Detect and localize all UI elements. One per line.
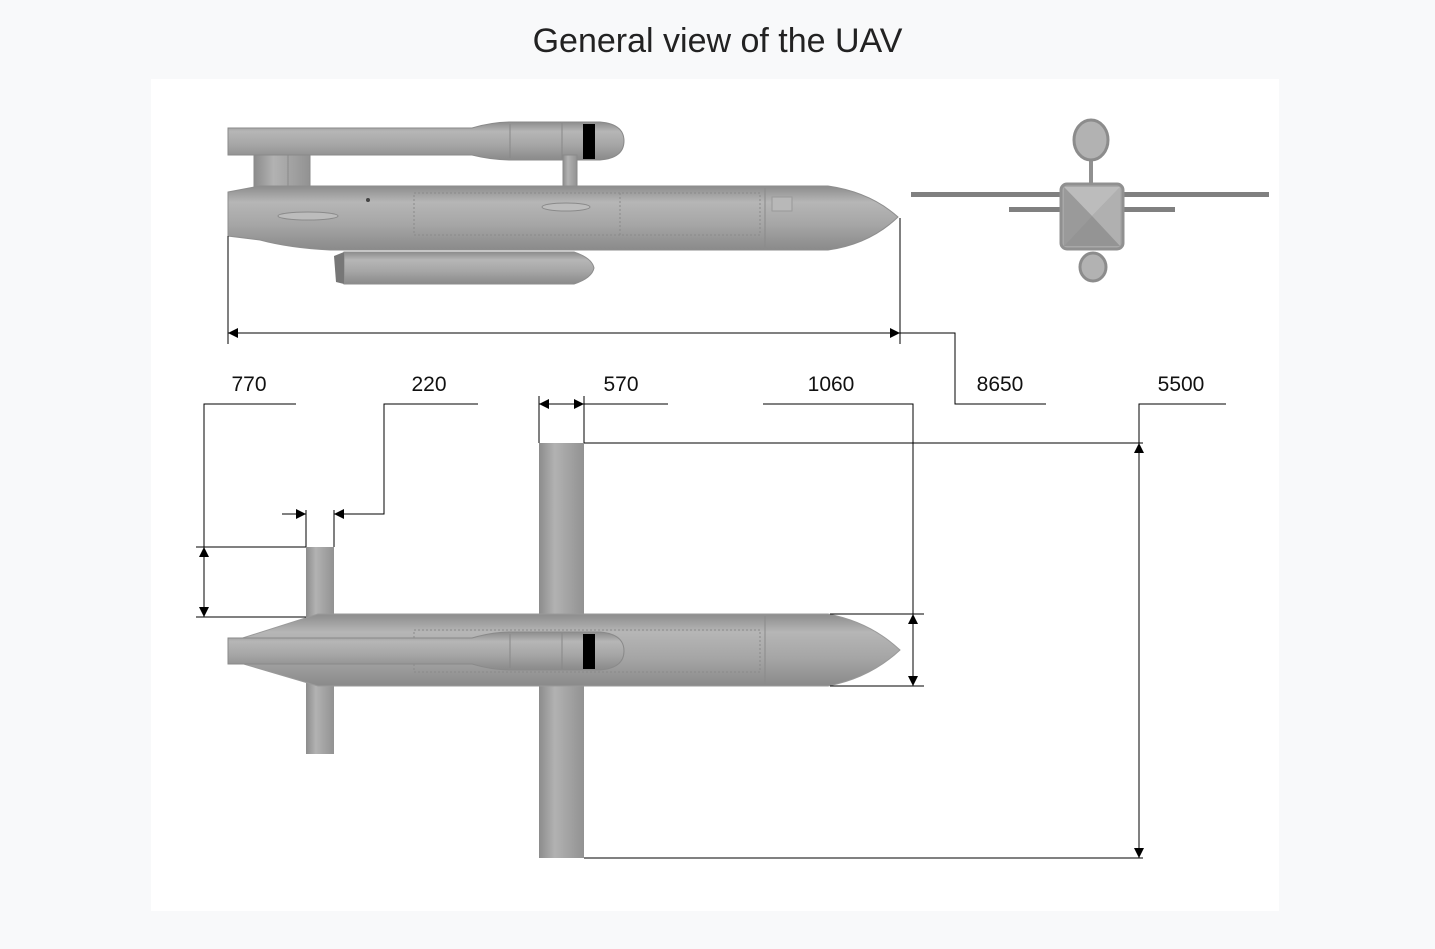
front-lower-pod — [1078, 251, 1108, 283]
front-mast — [1089, 158, 1093, 186]
top-view — [227, 443, 901, 858]
side-fuselage — [227, 185, 899, 251]
front-engine-pod — [1072, 118, 1110, 162]
top-boom — [227, 631, 625, 671]
dim-label-220: 220 — [411, 373, 446, 396]
side-boom-stripe — [583, 124, 595, 159]
side-lower-pod — [343, 251, 595, 285]
dim-label-1060: 1060 — [808, 373, 855, 396]
dim-label-5500: 5500 — [1158, 373, 1205, 396]
diagram-title: General view of the UAV — [532, 22, 903, 60]
dim-label-8650: 8650 — [977, 373, 1024, 396]
side-upper-boom — [227, 121, 625, 161]
side-view — [227, 121, 899, 285]
side-rear-strut — [253, 154, 311, 190]
dim-label-570: 570 — [603, 373, 638, 396]
front-view — [911, 118, 1269, 283]
top-boom-stripe — [583, 634, 595, 669]
dim-label-770: 770 — [231, 373, 266, 396]
side-mid-strut — [562, 154, 578, 188]
dimension-lines — [196, 218, 1226, 859]
